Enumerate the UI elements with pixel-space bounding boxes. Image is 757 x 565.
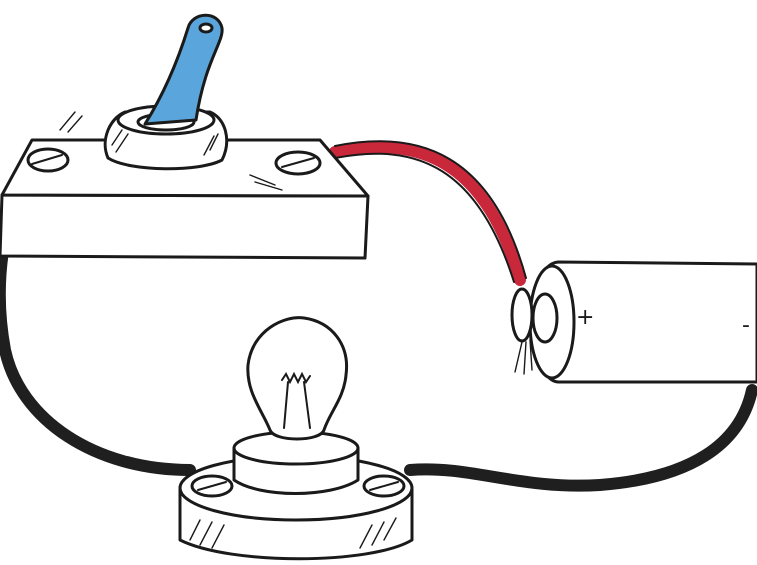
bulb-screw-right-slot xyxy=(369,481,399,491)
battery-negative-sign: - xyxy=(742,313,750,338)
switch-screw-left-slot xyxy=(31,154,63,165)
switch-box-front xyxy=(0,193,370,260)
red-wire-outline xyxy=(334,140,527,279)
red-wire-outline-lower xyxy=(334,152,515,283)
bulb-filament xyxy=(281,371,311,429)
wire-switch-to-battery xyxy=(329,141,526,286)
battery-crimp xyxy=(510,287,534,343)
battery-positive-sign: + xyxy=(576,305,594,330)
switch-base-hatch xyxy=(111,129,219,156)
wire-bulb-to-battery xyxy=(404,384,757,492)
battery-terminal xyxy=(531,292,559,344)
bulb-assembly xyxy=(178,316,414,561)
battery-crimp-strands xyxy=(514,339,533,375)
switch-hatch xyxy=(59,111,283,191)
switch xyxy=(0,13,370,260)
battery: + - xyxy=(510,260,757,384)
bulb-screw-left-slot xyxy=(197,481,227,491)
bulb-glass[interactable] xyxy=(246,316,349,441)
toggle-lever-hole xyxy=(198,22,214,34)
bulb-base-hatch xyxy=(189,517,397,549)
toggle-lever[interactable] xyxy=(143,13,224,126)
switch-screw-right-slot xyxy=(281,157,315,168)
